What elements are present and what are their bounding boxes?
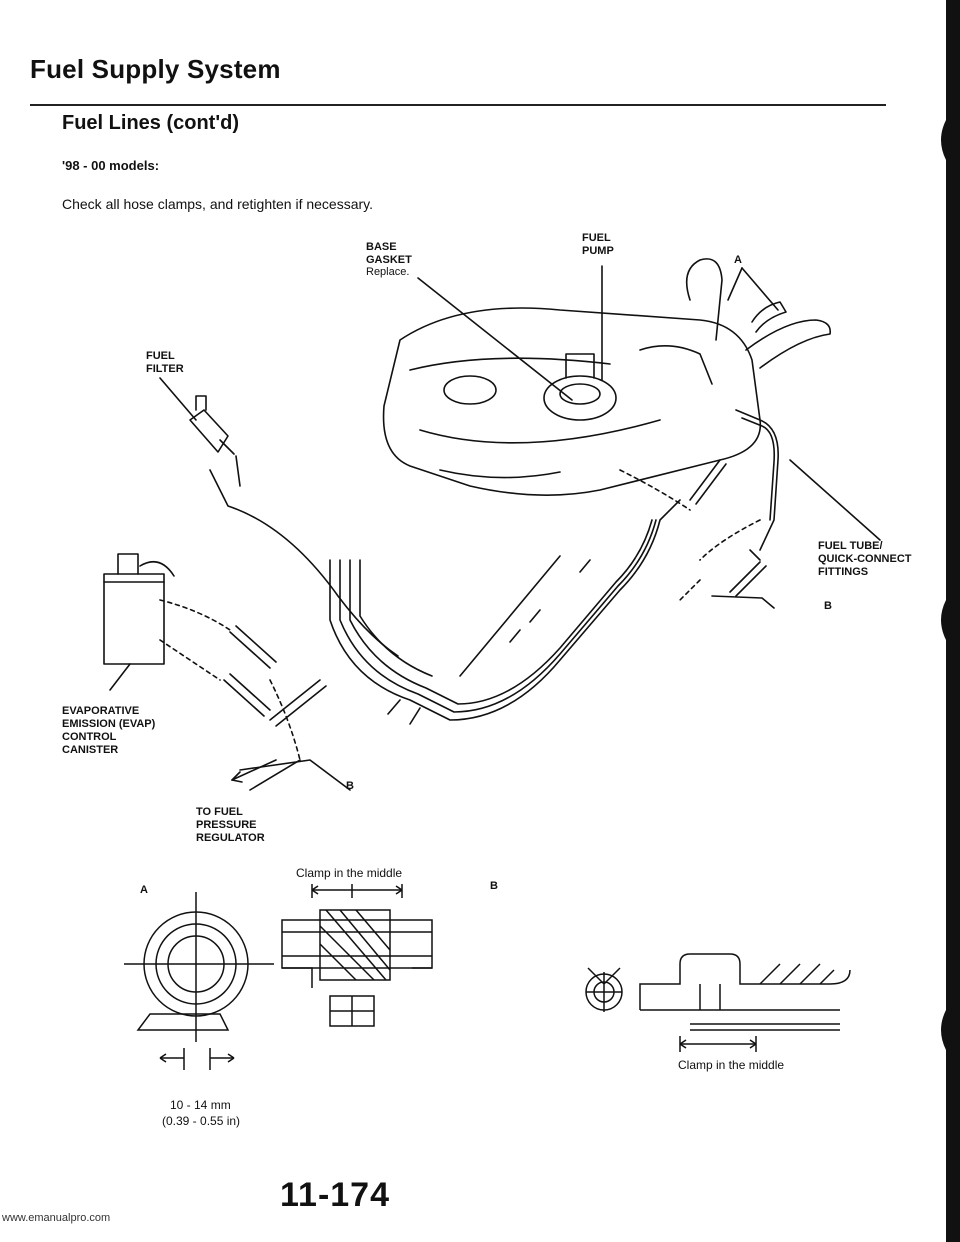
label-clamp-middle-b: Clamp in the middle — [678, 1058, 785, 1072]
label-fuel-pressure-regulator: To FUEL PRESSURE REGULATOR — [196, 806, 265, 844]
label-evap-canister: EVAPORATIVE EMISSION (EVAP) CONTROL CANI… — [62, 705, 156, 756]
label-fuel-pump: FUEL PUMP — [582, 232, 614, 257]
dimension-in: (0.39 - 0.55 in) — [162, 1114, 241, 1128]
callout-a-top: A — [734, 254, 742, 266]
fuel-filter — [189, 409, 229, 453]
hose-a — [745, 319, 832, 369]
model-years: '98 - 00 models: — [62, 158, 160, 173]
evap-canister — [103, 573, 165, 665]
label-fuel-tube-fittings: FUEL TUBE/ QUICK-CONNECT FITTINGS — [818, 540, 912, 578]
clamp-section-side — [281, 919, 433, 969]
label-clamp-middle-a: Clamp in the middle — [296, 866, 403, 880]
fuel-line-bundle — [329, 499, 681, 721]
callout-b-right: B — [824, 600, 832, 612]
label-fuel-filter: FUEL FILTER — [146, 350, 184, 375]
page-title: Fuel Supply System — [30, 54, 281, 84]
source-url[interactable]: www.emanualpro.com — [2, 1212, 111, 1224]
instruction-text: Check all hose clamps, and retighten if … — [62, 196, 374, 212]
section-subtitle: Fuel Lines (cont'd) — [62, 112, 239, 134]
fuel-tank — [382, 307, 762, 496]
fuel-pump-assembly — [543, 375, 617, 421]
callout-b-detail: B — [490, 880, 498, 892]
dimension-mm: 10 - 14 mm — [170, 1098, 231, 1112]
title-rule — [30, 104, 886, 106]
binding-edge — [941, 0, 960, 1242]
page-number: 11-174 — [280, 1176, 390, 1214]
callout-b-left: B — [346, 780, 354, 792]
label-base-gasket: BASE GASKET — [366, 241, 412, 266]
label-base-gasket-note: Replace. — [366, 266, 410, 278]
fitting-profile-b — [639, 953, 851, 1011]
callout-a-detail: A — [140, 884, 148, 896]
